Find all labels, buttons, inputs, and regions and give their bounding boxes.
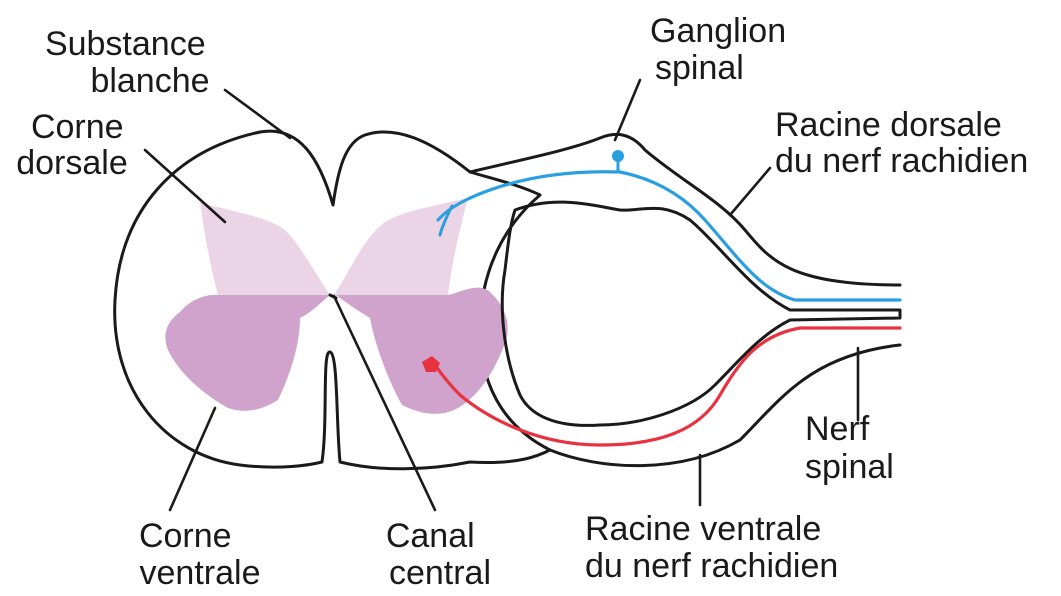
label-corne-dorsale: Corne dorsale xyxy=(16,108,133,182)
label-canal-central: Canal central xyxy=(386,517,491,592)
leader-racine-dorsale xyxy=(730,168,770,215)
ventral-horn-left xyxy=(165,295,330,411)
label-corne-ventrale: Corne ventrale xyxy=(139,517,261,592)
root-inner-loop xyxy=(502,202,900,425)
label-racine-ventrale: Racine ventrale du nerf rachidien xyxy=(585,510,838,585)
label-substance-blanche: Substance blanche xyxy=(45,25,215,100)
leader-corne-ventrale xyxy=(170,408,215,510)
ganglion-cell-body xyxy=(612,150,624,162)
ventral-horn-right xyxy=(336,288,508,414)
leader-ganglion xyxy=(615,80,640,140)
label-nerf-spinal: Nerf spinal xyxy=(805,410,894,486)
leader-corne-dorsale xyxy=(145,150,225,222)
label-racine-dorsale: Racine dorsale du nerf rachidien xyxy=(775,106,1028,180)
label-ganglion-spinal: Ganglion spinal xyxy=(650,12,796,87)
leader-substance-blanche xyxy=(225,90,290,138)
